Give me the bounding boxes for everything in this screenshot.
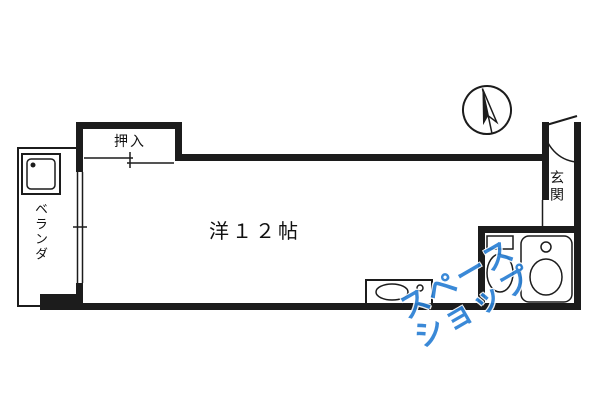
kitchen-sink-icon	[365, 279, 433, 305]
closet-label: 押入	[114, 134, 146, 150]
walls	[40, 122, 581, 310]
entrance-door	[541, 115, 578, 226]
entrance-door-arc	[542, 127, 577, 163]
entrance-door-leaf	[542, 115, 578, 127]
veranda-label: ベランダ	[32, 202, 47, 262]
slop-sink-icon	[21, 153, 61, 195]
window-left	[73, 172, 87, 283]
closet-door-line	[84, 152, 174, 168]
toilet-icon	[486, 235, 514, 293]
entrance-label: 玄関	[548, 170, 564, 204]
washbasin-icon	[520, 235, 573, 303]
compass-north-icon	[462, 85, 512, 135]
room-size-label: 洋１２帖	[209, 219, 301, 243]
